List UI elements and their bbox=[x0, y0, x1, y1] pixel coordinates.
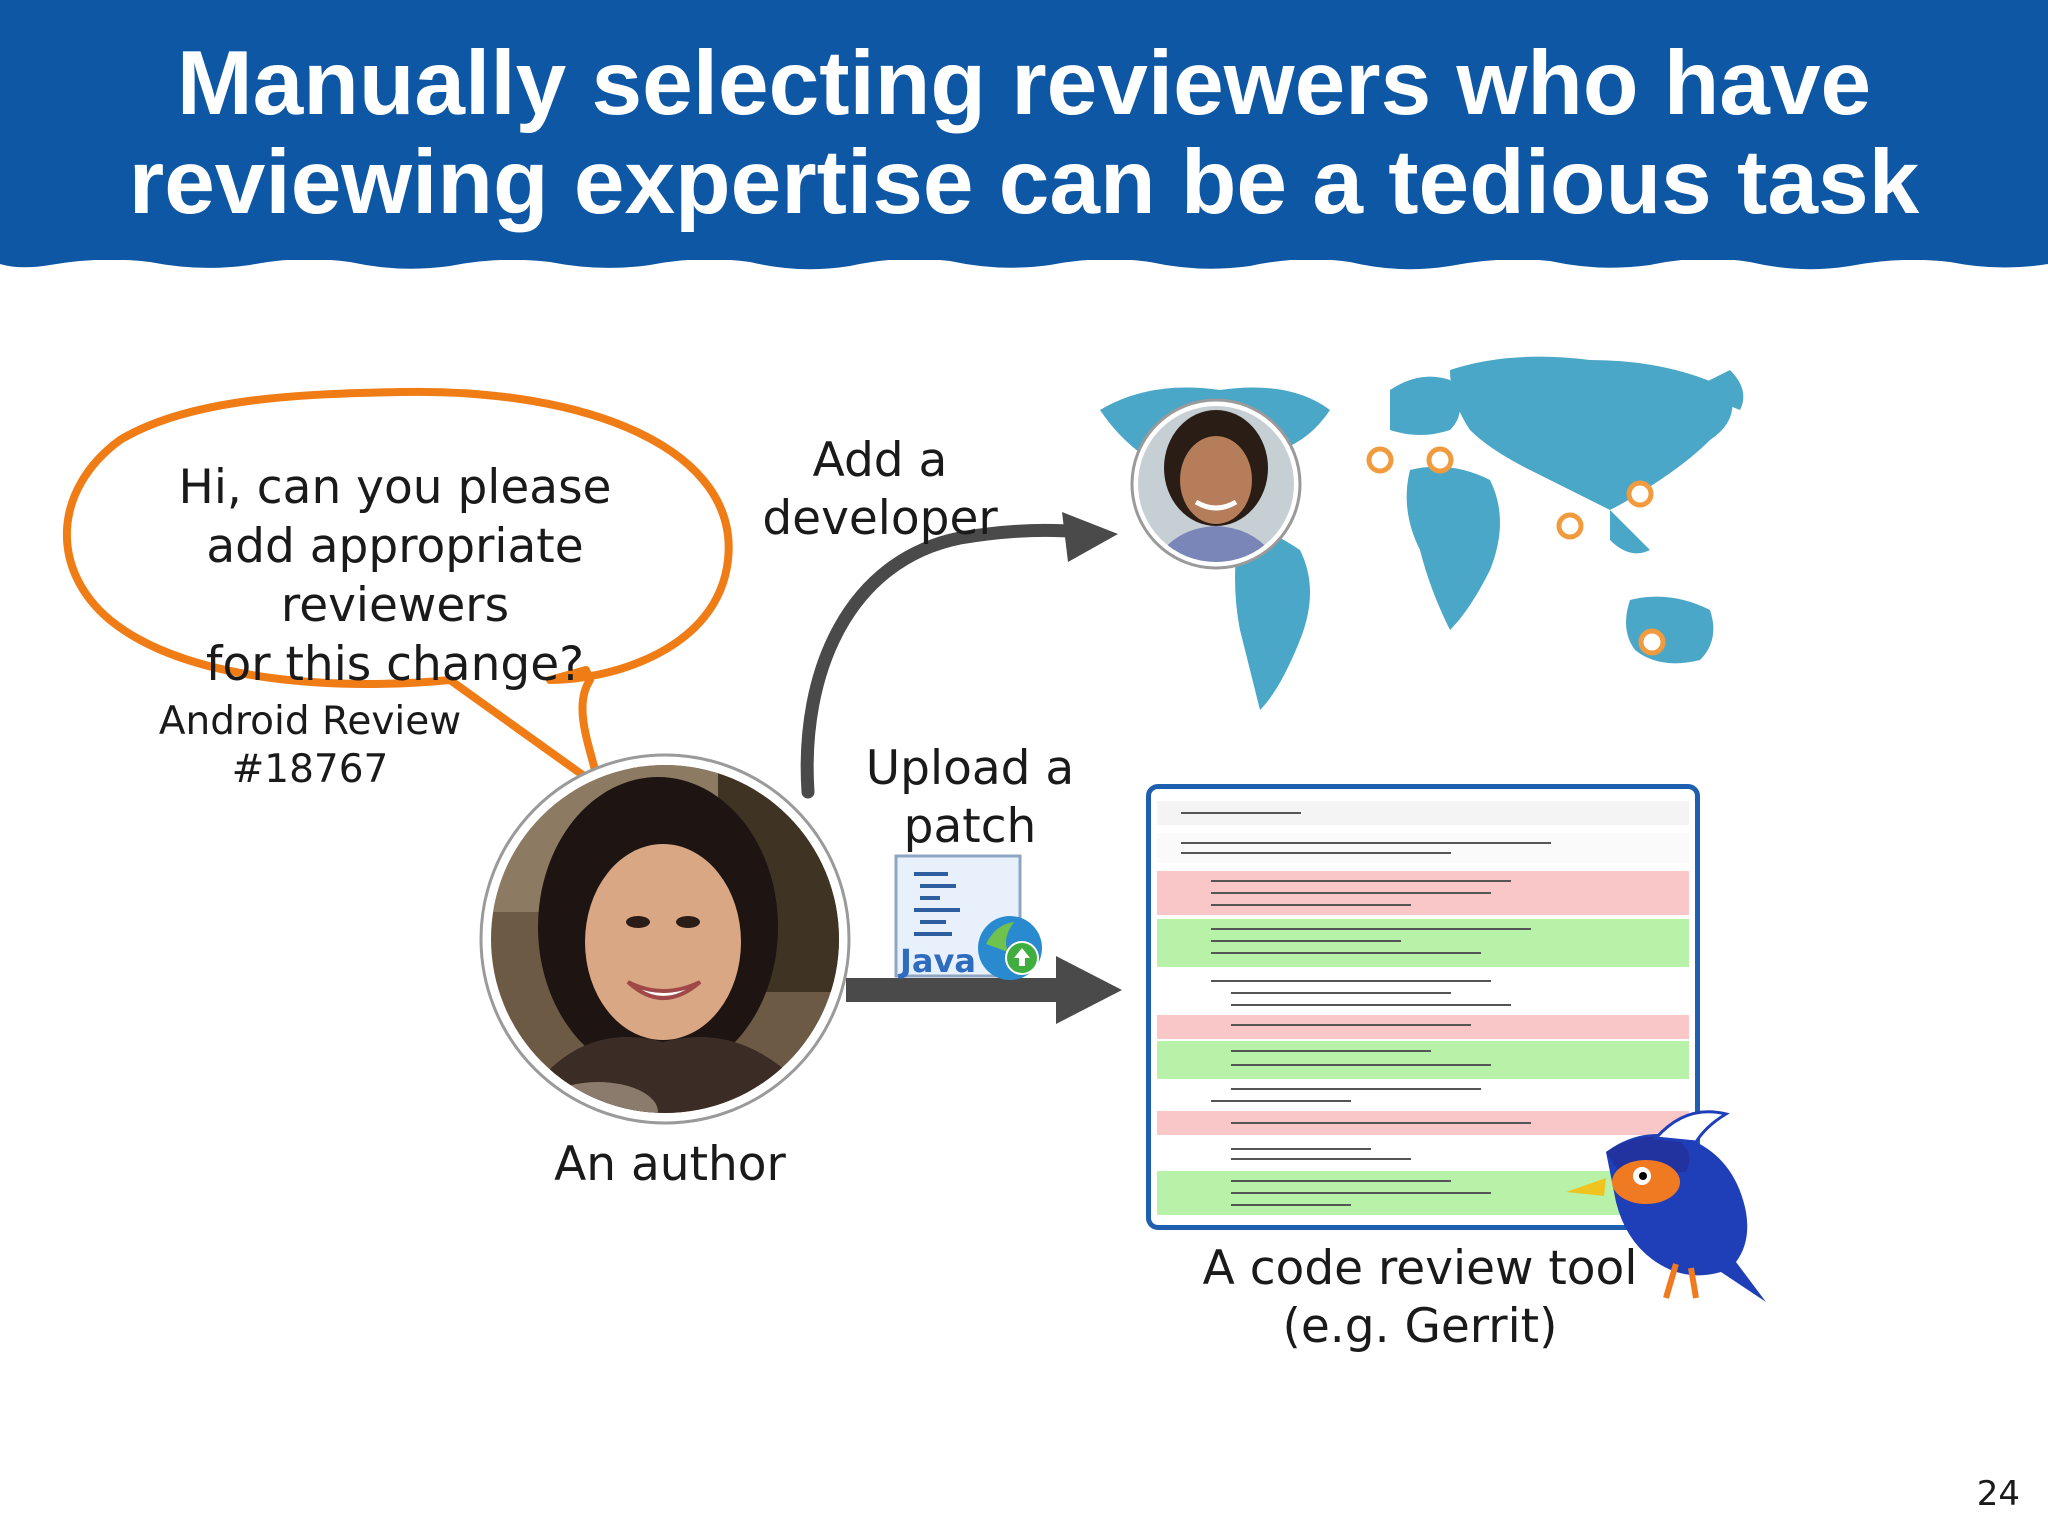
bubble-line-3: for this change? bbox=[205, 637, 585, 692]
developer-avatar bbox=[1130, 398, 1302, 570]
java-patch-file-icon: Java bbox=[894, 854, 1042, 980]
add-developer-arrow bbox=[800, 512, 1118, 799]
speech-bubble-text: Hi, can you please add appropriate revie… bbox=[90, 458, 700, 694]
author-avatar bbox=[479, 753, 851, 1125]
title-line-1: Manually selecting reviewers who have bbox=[176, 33, 1872, 134]
code-review-tool-label: A code review tool (e.g. Gerrit) bbox=[1180, 1240, 1660, 1356]
speech-bubble-outline bbox=[63, 387, 733, 790]
upload-patch-arrow bbox=[846, 956, 1122, 1024]
diff-code-lines bbox=[1181, 812, 1551, 1206]
upload-line-2: patch bbox=[903, 799, 1037, 854]
review-ref-line-1: Android Review bbox=[158, 699, 462, 744]
java-icon-text: Java bbox=[898, 942, 976, 980]
bubble-line-2: add appropriate reviewers bbox=[206, 519, 584, 633]
author-label: An author bbox=[554, 1137, 786, 1192]
tool-line-2: (e.g. Gerrit) bbox=[1282, 1299, 1558, 1354]
slide-title: Manually selecting reviewers who have re… bbox=[0, 34, 2048, 232]
title-banner bbox=[0, 0, 2048, 260]
banner-torn-edge bbox=[0, 250, 2048, 270]
gerrit-bird-icon bbox=[1566, 1110, 1766, 1302]
tool-line-1: A code review tool bbox=[1202, 1241, 1638, 1296]
page-number: 24 bbox=[1976, 1474, 2020, 1514]
diff-file-header bbox=[1157, 833, 1689, 863]
diff-removed-block bbox=[1157, 1015, 1689, 1039]
diff-added-block bbox=[1157, 919, 1689, 967]
world-map bbox=[1100, 356, 1744, 710]
bubble-line-1: Hi, can you please bbox=[178, 460, 612, 515]
upload-patch-label: Upload a patch bbox=[860, 740, 1080, 856]
code-review-screenshot bbox=[1146, 784, 1700, 1230]
diff-context-block bbox=[1157, 1081, 1689, 1111]
upload-line-1: Upload a bbox=[865, 741, 1075, 796]
add-line-1: Add a bbox=[812, 433, 948, 488]
review-ref-line-2: #18767 bbox=[231, 747, 389, 792]
diff-added-block bbox=[1157, 1041, 1689, 1079]
title-line-2: reviewing expertise can be a tedious tas… bbox=[128, 132, 1920, 233]
review-reference: Android Review #18767 bbox=[150, 698, 470, 794]
diff-context-block bbox=[1157, 1139, 1689, 1169]
add-developer-label: Add a developer bbox=[740, 432, 1020, 548]
add-line-2: developer bbox=[762, 491, 998, 546]
